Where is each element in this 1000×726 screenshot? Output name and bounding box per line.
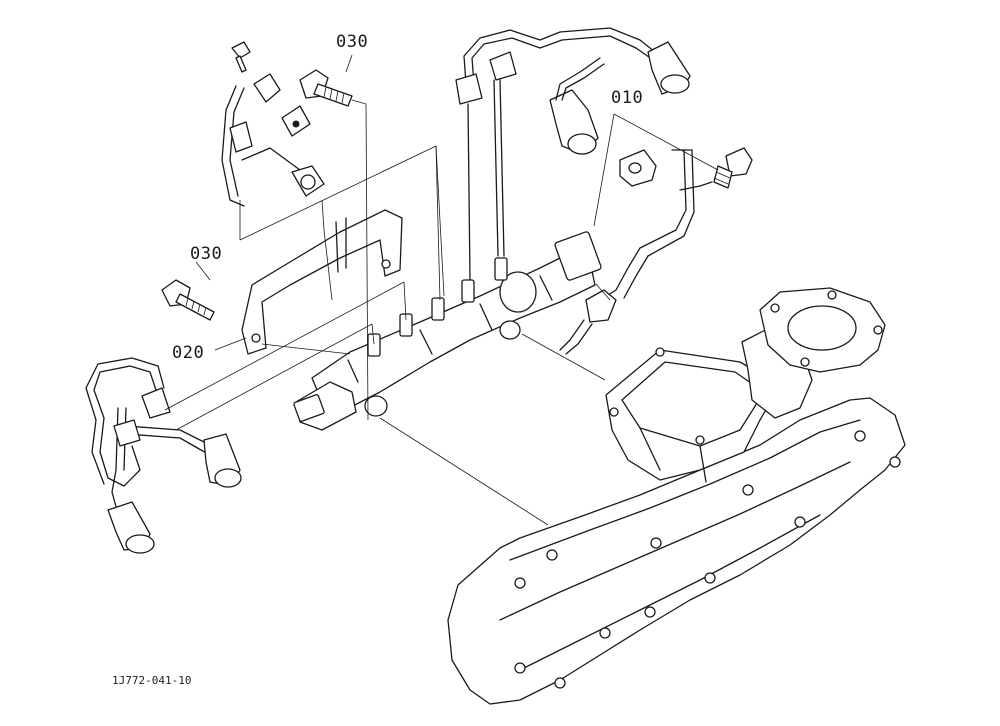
intake-elbow-flange [741, 287, 886, 419]
bolt-030-left [161, 279, 215, 321]
callout-010: 010 [611, 88, 644, 108]
bolt-030-top [299, 69, 353, 107]
callout-030-left: 030 [190, 244, 223, 264]
rail-bracket [241, 209, 403, 355]
bolt-010 [713, 147, 753, 189]
common-rail [293, 231, 602, 431]
figure-id: 1J772-041-10 [112, 674, 192, 687]
clip-bolt [231, 41, 311, 137]
intake-manifold [447, 397, 906, 705]
callout-020: 020 [172, 343, 205, 363]
callout-030-top: 030 [336, 32, 369, 52]
leader-lines [164, 54, 719, 526]
